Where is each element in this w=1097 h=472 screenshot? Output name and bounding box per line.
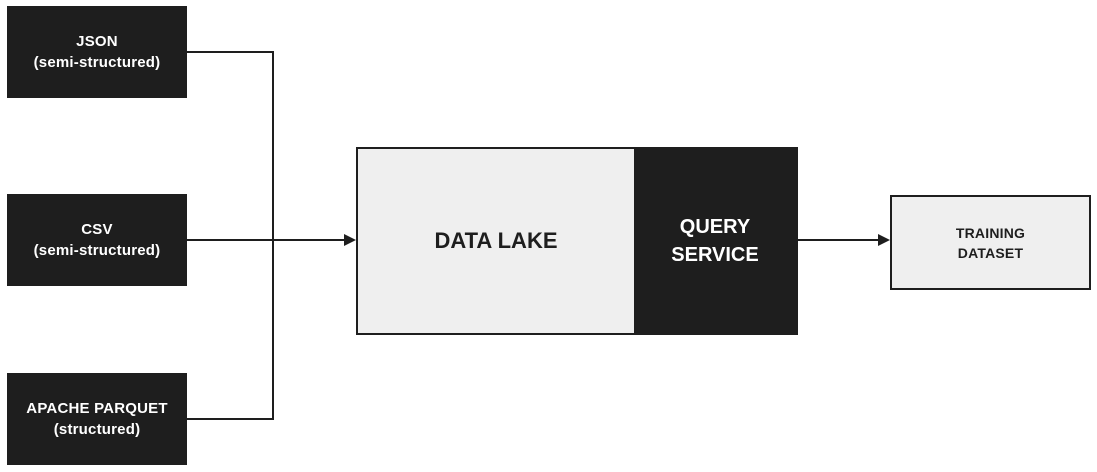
parquet-source-box: APACHE PARQUET (structured) xyxy=(7,373,187,465)
csv-source-type: (semi-structured) xyxy=(33,242,161,259)
parquet-source-type: (structured) xyxy=(53,421,141,438)
csv-source-title: CSV xyxy=(81,221,113,238)
query-service-line2: SERVICE xyxy=(671,244,759,266)
data-lake-box: DATA LAKE xyxy=(358,149,634,333)
training-dataset-box: TRAINING DATASET xyxy=(890,195,1091,290)
data-lake-container: DATA LAKE QUERY SERVICE xyxy=(356,147,798,335)
json-source-title: JSON xyxy=(76,33,118,50)
json-source-type: (semi-structured) xyxy=(33,54,161,71)
data-lake-label: DATA LAKE xyxy=(434,228,558,253)
query-service-line1: QUERY xyxy=(679,216,751,238)
query-service-box: QUERY SERVICE xyxy=(634,149,796,333)
parquet-connector xyxy=(187,240,274,420)
training-dataset-line2: DATASET xyxy=(957,244,1024,261)
json-connector xyxy=(187,51,274,240)
parquet-source-title: APACHE PARQUET xyxy=(26,400,168,417)
json-source-box: JSON (semi-structured) xyxy=(7,6,187,98)
csv-source-box: CSV (semi-structured) xyxy=(7,194,187,286)
training-dataset-line1: TRAINING xyxy=(955,224,1026,241)
